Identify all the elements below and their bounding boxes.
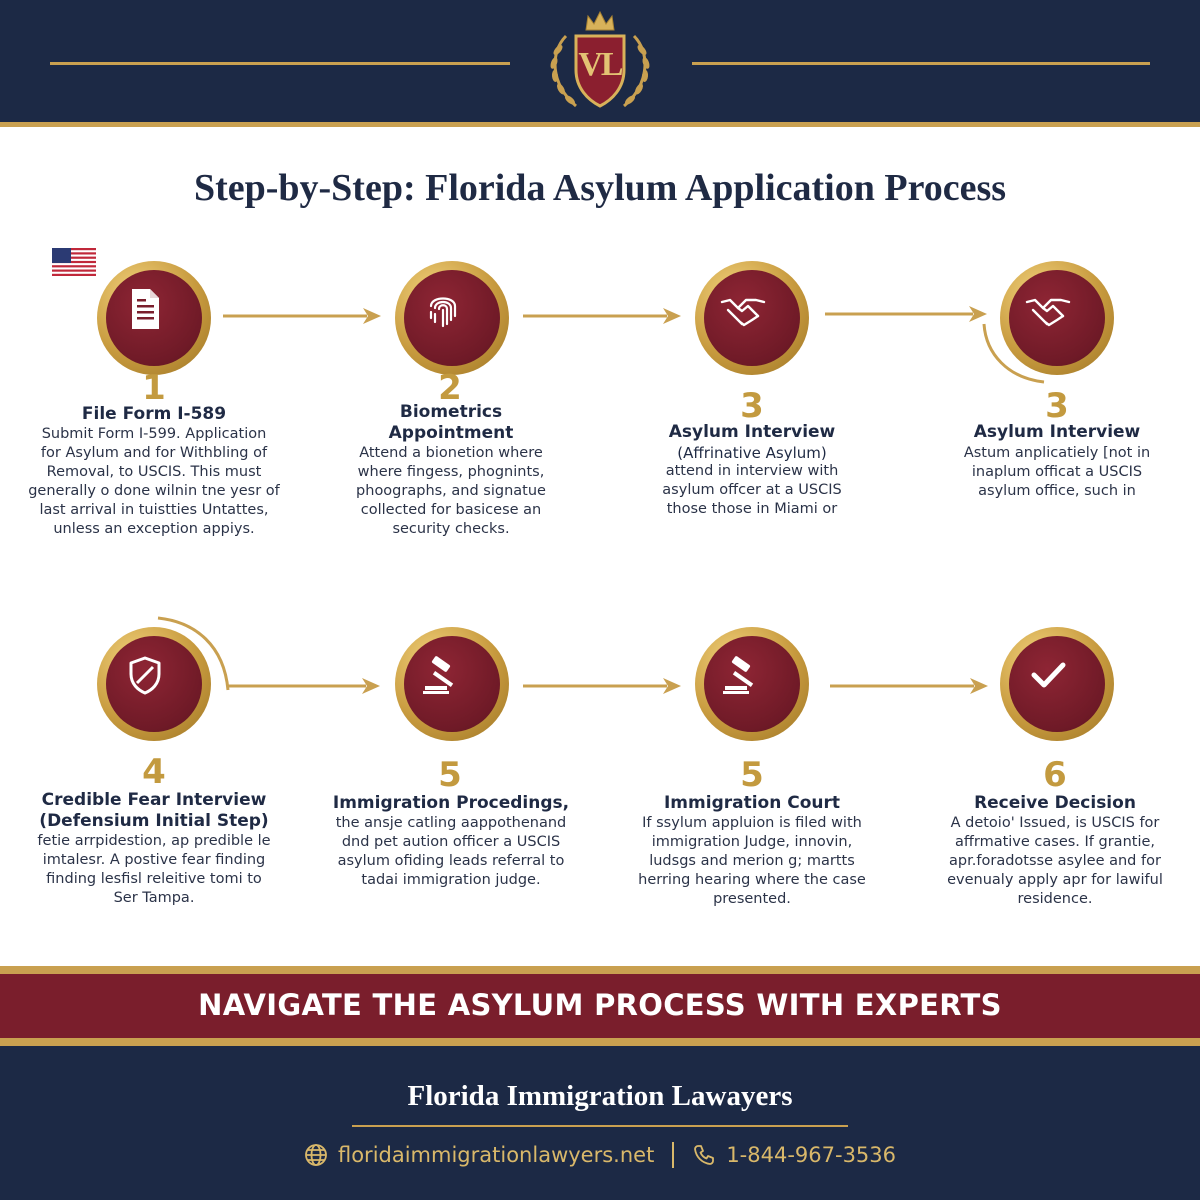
step-3-description: attend in interview with asylum offcer a… (662, 463, 842, 517)
step-5-number: 5 (438, 755, 462, 795)
step-6-title: Receive Decision (974, 793, 1136, 813)
firm-name: Florida Immigration Lawayers (407, 1080, 793, 1112)
contact-row: floridaimmigrationlawyers.net 1-844-967-… (0, 1140, 1200, 1170)
step-2-medallion (395, 261, 509, 375)
step-5-medallion (395, 627, 509, 741)
phone-number[interactable]: 1-844-967-3536 (726, 1143, 897, 1167)
step-5-description: the ansje catling aappothenand dnd pet a… (335, 815, 567, 888)
step-3-medallion (695, 261, 809, 375)
globe-icon (305, 1144, 327, 1166)
handshake-icon (1025, 298, 1071, 327)
step-6-number: 6 (1043, 755, 1067, 795)
website-link[interactable]: floridaimmigrationlawyers.net (337, 1143, 655, 1167)
footer-divider (352, 1125, 848, 1127)
logo-monogram: VL (578, 46, 623, 83)
firm-logo (550, 10, 650, 108)
flow-arrow (523, 308, 681, 324)
cta-banner (0, 974, 1200, 1038)
document-icon (132, 289, 159, 329)
step-3b-title: Asylum Interview (973, 422, 1141, 442)
step-1-number: 1 (142, 368, 166, 408)
step-5b-medallion (695, 627, 809, 741)
handshake-icon (720, 298, 766, 327)
step-5b-description: If ssylum appluion is filed with immigra… (638, 815, 866, 907)
header-gold-border (0, 122, 1200, 132)
gavel-icon (423, 656, 454, 694)
step-4-title: Credible Fear Interview (Defensium Initi… (39, 790, 269, 831)
step-2-description: Attend a bionetion where where fingess, … (356, 445, 546, 537)
step-6-description: A detoio' Issued, is USCIS for affrmativ… (947, 815, 1163, 907)
banner-gold-border-top (0, 966, 1200, 974)
step-1-description: Submit Form I-599. Application for Asylu… (28, 426, 280, 537)
fingerprint-icon (429, 297, 457, 328)
step-3b-description: Astum anplicatiely [not in inaplum offic… (963, 445, 1151, 499)
step-5b-title: Immigration Court (663, 793, 841, 813)
flow-arrow (523, 678, 681, 694)
step-3b-number: 3 (1045, 386, 1069, 426)
contact-separator (672, 1142, 675, 1168)
flow-arrow (228, 678, 380, 694)
flow-arrow (830, 678, 988, 694)
us-flag-icon (52, 248, 96, 276)
banner-gold-border-bottom (0, 1038, 1200, 1046)
step-5b-number: 5 (740, 755, 764, 795)
shield-icon (129, 656, 161, 695)
header-divider-right (692, 62, 1150, 65)
step-4-medallion (97, 627, 211, 741)
cta-banner-text: NAVIGATE THE ASYLUM PROCESS WITH EXPERTS (198, 988, 1002, 1022)
header-divider-left (50, 62, 510, 65)
step-2-number: 2 (438, 368, 462, 408)
page-title: Step-by-Step: Florida Asylum Application… (193, 167, 1007, 209)
gavel-icon (723, 656, 754, 694)
footer (0, 1046, 1200, 1200)
step-2-title: Biometrics Appointment (388, 402, 514, 443)
connector-curve (157, 616, 230, 691)
step-5-title: Immigration Procedings, (332, 793, 570, 813)
step-3-title: Asylum Interview (Affrinative Asylum) (668, 422, 836, 462)
checkmark-icon (1031, 662, 1066, 688)
step-1-medallion (97, 261, 211, 375)
step-6-medallion (1000, 627, 1114, 741)
flow-arrow (825, 306, 987, 322)
connector-curve (982, 323, 1045, 384)
step-4-description: fetie arrpidestion, ap predible le imtal… (37, 833, 271, 906)
step-1-title: File Form I-589 (81, 404, 227, 424)
flow-arrow (223, 308, 381, 324)
step-3-number: 3 (740, 386, 764, 426)
step-3b-medallion (1000, 261, 1114, 375)
phone-icon (694, 1145, 715, 1165)
step-4-number: 4 (142, 752, 166, 792)
